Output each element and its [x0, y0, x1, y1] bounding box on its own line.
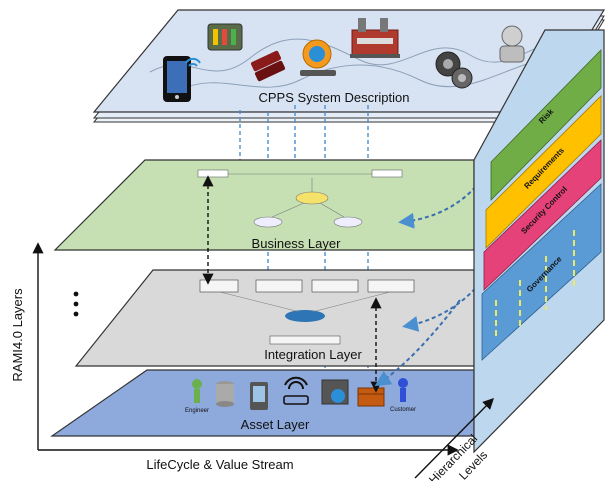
gears-icon [435, 51, 473, 89]
package-icon [357, 387, 385, 407]
database-icon [216, 381, 234, 407]
robot-arm-icon [250, 50, 286, 82]
customer-icon [398, 378, 408, 402]
customer-label: Customer [390, 407, 416, 413]
governance-band [481, 183, 602, 361]
workstation-icon [321, 379, 349, 405]
engineer-icon [192, 379, 202, 403]
side-panel [473, 29, 605, 454]
robot-head-icon [499, 25, 525, 63]
server-icon [250, 382, 268, 410]
security-control-band [483, 139, 602, 291]
inter-layer-arrows [202, 175, 382, 393]
router-signal-icon [300, 39, 336, 76]
horizontal-axis-label: LifeCycle & Value Stream [146, 457, 293, 472]
asset-layer-label: Asset Layer [241, 417, 310, 432]
risk-band [490, 49, 602, 201]
vertical-axis-label: RAMI4.0 Layers [10, 288, 25, 382]
ellipsis-dots [73, 291, 79, 317]
tablet-wifi-icon [163, 56, 201, 102]
engineer-label: Engineer [185, 408, 209, 414]
requirements-band [485, 95, 602, 249]
wifi-router-icon [283, 376, 309, 405]
integration-layer-label: Integration Layer [264, 347, 362, 362]
system-description-label: CPPS System Description [259, 90, 410, 105]
business-layer-label: Business Layer [252, 236, 342, 251]
factory-icon [350, 18, 400, 58]
control-panel-icon [207, 23, 243, 51]
depth-axis [414, 398, 494, 479]
business-process-model [197, 169, 403, 228]
